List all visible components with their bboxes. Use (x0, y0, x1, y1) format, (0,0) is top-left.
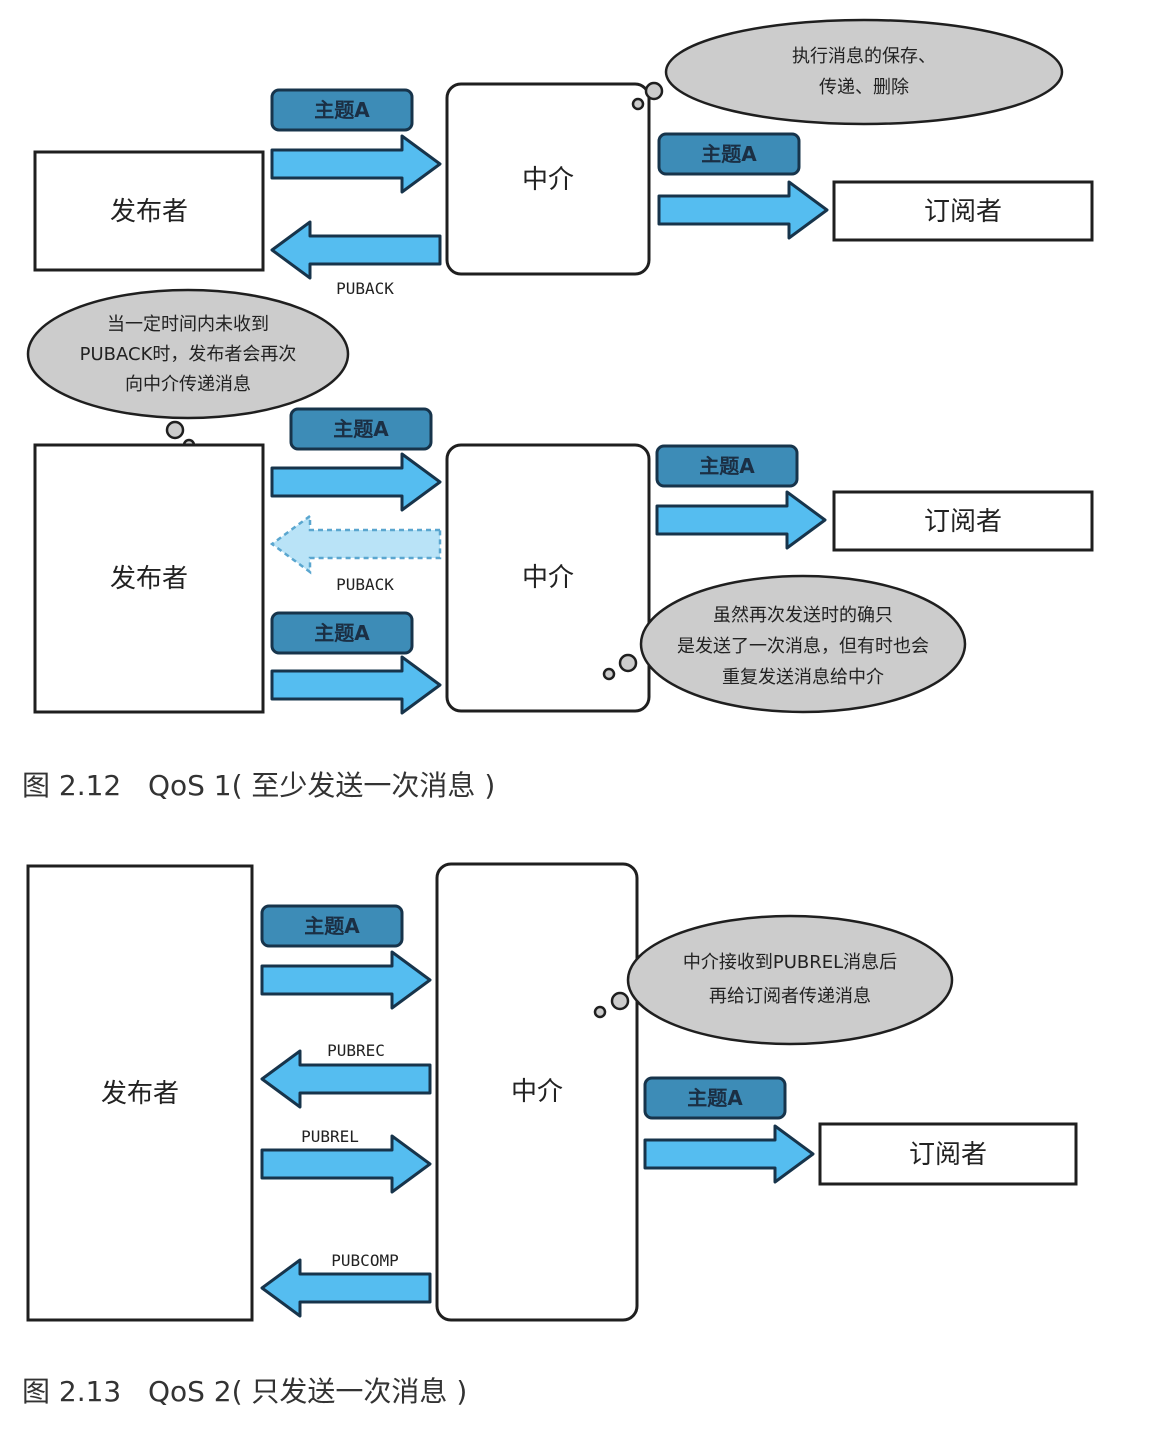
cloud-text-line: 虽然再次发送时的确只 (713, 605, 893, 626)
publisher-label: 发布者 (110, 197, 188, 227)
cloud-text-line: 是发送了一次消息，但有时也会 (677, 636, 929, 657)
lost-puback-arrow (269, 513, 442, 575)
cloud-text-line: 中介接收到PUBREL消息后 (683, 952, 897, 973)
cloud-text-line: 再给订阅者传递消息 (709, 986, 871, 1007)
qos1-panel-normal: 发布者 中介 订阅者 主题A PUBACK 主题A (33, 18, 1094, 298)
figure-2-13: 发布者 中介 订阅者 主题A PUBREC PUBREL PUBCOMP 主题A (26, 862, 1078, 1322)
broker-box: 中介 (445, 82, 651, 276)
subscriber-label: 订阅者 (924, 197, 1002, 227)
figure-caption-2-13: 图 2.13 QoS 2( 只发送一次消息 ) (22, 1375, 468, 1408)
publish-arrow (260, 950, 432, 1010)
topic-tag: 主题A (260, 904, 404, 948)
thought-cloud-store: 执行消息的保存、 传递、删除 (631, 18, 1064, 126)
deliver-arrow (657, 180, 829, 240)
topic-tag: 主题A (655, 444, 799, 488)
publisher-label: 发布者 (101, 1079, 179, 1109)
subscriber-label: 订阅者 (909, 1140, 987, 1170)
subscriber-box: 订阅者 (818, 1122, 1078, 1186)
resend-arrow (270, 655, 442, 715)
publisher-box: 发布者 (33, 443, 265, 714)
cloud-text-line: 当一定时间内未收到 (107, 314, 269, 335)
topic-tag: 主题A (270, 611, 414, 655)
topic-label: 主题A (333, 417, 389, 441)
cloud-text-line: PUBACK时，发布者会再次 (80, 344, 297, 365)
broker-label: 中介 (522, 563, 574, 593)
pubcomp-label: PUBCOMP (331, 1251, 398, 1270)
topic-label: 主题A (701, 142, 757, 166)
thought-cloud-pubrel: 中介接收到PUBREL消息后 再给订阅者传递消息 (593, 914, 954, 1046)
broker-box: 中介 (445, 443, 651, 713)
topic-label: 主题A (699, 454, 755, 478)
topic-tag: 主题A (289, 407, 433, 451)
pubrec-label: PUBREC (327, 1041, 385, 1060)
puback-label: PUBACK (336, 279, 394, 298)
cloud-text-line: 执行消息的保存、 (792, 46, 936, 67)
figure-caption-2-12: 图 2.12 QoS 1( 至少发送一次消息 ) (22, 769, 496, 802)
publisher-box: 发布者 (33, 150, 265, 272)
broker-box: 中介 (435, 862, 639, 1322)
publisher-label: 发布者 (110, 564, 188, 594)
deliver-arrow (643, 1124, 815, 1184)
topic-label: 主题A (687, 1086, 743, 1110)
publish-arrow (270, 134, 442, 194)
deliver-arrow (655, 490, 827, 550)
topic-tag: 主题A (643, 1076, 787, 1120)
cloud-text-line: 向中介传递消息 (125, 374, 251, 395)
thought-cloud-resend: 当一定时间内未收到 PUBACK时，发布者会再次 向中介传递消息 (26, 288, 350, 452)
thought-cloud-duplicate: 虽然再次发送时的确只 是发送了一次消息，但有时也会 重复发送消息给中介 (602, 574, 967, 714)
topic-label: 主题A (314, 98, 370, 122)
broker-label: 中介 (522, 165, 574, 195)
subscriber-label: 订阅者 (924, 507, 1002, 537)
qos1-panel-resend: 当一定时间内未收到 PUBACK时，发布者会再次 向中介传递消息 发布者 中介 … (26, 288, 1094, 715)
pubrec-arrow (260, 1049, 432, 1109)
topic-tag: 主题A (270, 88, 414, 132)
broker-label: 中介 (511, 1077, 563, 1107)
puback-label: PUBACK (336, 575, 394, 594)
subscriber-box: 订阅者 (832, 180, 1094, 242)
pubcomp-arrow (260, 1258, 432, 1318)
puback-arrow (270, 220, 442, 280)
topic-label: 主题A (314, 621, 370, 645)
topic-label: 主题A (304, 914, 360, 938)
pubrel-arrow (260, 1134, 432, 1194)
topic-tag: 主题A (657, 132, 801, 176)
cloud-text-line: 传递、删除 (819, 77, 909, 98)
subscriber-box: 订阅者 (832, 490, 1094, 552)
cloud-text-line: 重复发送消息给中介 (722, 667, 884, 688)
publish-arrow (270, 452, 442, 512)
publisher-box: 发布者 (26, 864, 254, 1322)
pubrel-label: PUBREL (301, 1127, 359, 1146)
figure-2-12: 发布者 中介 订阅者 主题A PUBACK 主题A (26, 18, 1094, 715)
